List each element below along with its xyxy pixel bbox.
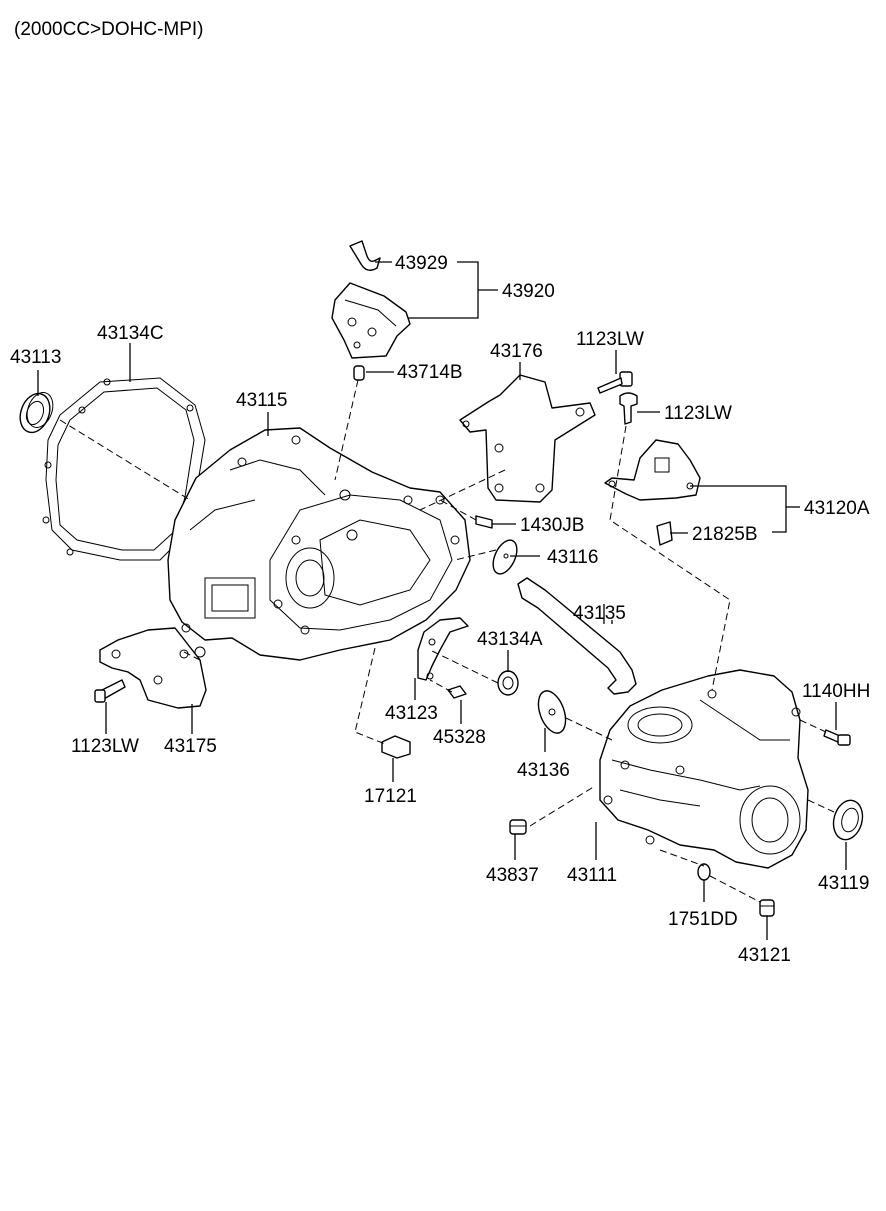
label-1751DD: 1751DD [668, 909, 738, 930]
label-43115: 43115 [236, 390, 287, 411]
pin-43714B-drawing [353, 365, 365, 381]
label-43134C: 43134C [97, 323, 164, 344]
label-43176: 43176 [490, 341, 543, 362]
plug-43837-drawing [509, 819, 527, 835]
label-43121: 43121 [738, 945, 791, 966]
label-43175: 43175 [164, 736, 217, 757]
seal-43134A-drawing [497, 670, 519, 696]
label-43119: 43119 [818, 873, 869, 894]
mount-43120A-drawing [604, 439, 701, 501]
bolt-1123LW-top-drawing [597, 371, 633, 394]
label-1123LW-left: 1123LW [71, 736, 139, 757]
spacer-17121-drawing [381, 735, 411, 759]
seal-43113-drawing [19, 392, 54, 434]
label-43134A: 43134A [477, 629, 543, 650]
label-43714B: 43714B [397, 362, 463, 383]
washer-1751DD-drawing [697, 863, 711, 881]
label-45328: 45328 [433, 727, 486, 748]
clutch-housing-43115-drawing [167, 427, 471, 661]
plug-43121-drawing [759, 899, 775, 917]
label-43111: 43111 [567, 865, 617, 886]
label-21825B: 21825B [692, 524, 758, 545]
clip-43929-drawing [349, 240, 381, 271]
part-labels: 43929 43920 43714B 43176 1123LW 1123LW 4… [10, 253, 870, 966]
label-43920: 43920 [502, 281, 555, 302]
bracket-43920-drawing [331, 282, 411, 359]
disk-43116-drawing [492, 539, 518, 575]
leader-lines [37, 261, 847, 940]
plate-43123-drawing [417, 617, 469, 681]
label-43929: 43929 [395, 253, 448, 274]
label-1123LW-mid: 1123LW [664, 403, 732, 424]
guide-43135-drawing [517, 577, 637, 695]
label-43135: 43135 [573, 603, 626, 624]
label-43837: 43837 [486, 865, 539, 886]
label-17121: 17121 [364, 786, 417, 807]
bolt-45328-drawing [447, 685, 467, 699]
label-43116: 43116 [547, 547, 598, 568]
label-1140HH: 1140HH [802, 681, 870, 702]
bracket-43176-drawing [459, 374, 596, 503]
transmission-case-43111-drawing [599, 669, 809, 869]
plate-43136-drawing [537, 690, 567, 734]
bracket-43175-drawing [99, 627, 207, 709]
label-1123LW-top: 1123LW [576, 329, 644, 350]
block-21825B-drawing [656, 521, 673, 546]
label-43123: 43123 [385, 703, 438, 724]
diagram-title: (2000CC>DOHC-MPI) [14, 19, 204, 40]
label-43113: 43113 [10, 347, 61, 368]
pin-1430JB-drawing [475, 515, 493, 529]
label-43136: 43136 [517, 760, 570, 781]
phantom-lines [59, 379, 835, 903]
label-1430JB: 1430JB [520, 515, 584, 536]
label-43120A: 43120A [804, 498, 870, 519]
seal-43119-drawing [832, 799, 864, 841]
bolt-1123LW-mid-drawing [619, 392, 638, 425]
bolt-1140HH-drawing [823, 729, 851, 746]
bolt-1123LW-left-drawing [94, 679, 126, 703]
